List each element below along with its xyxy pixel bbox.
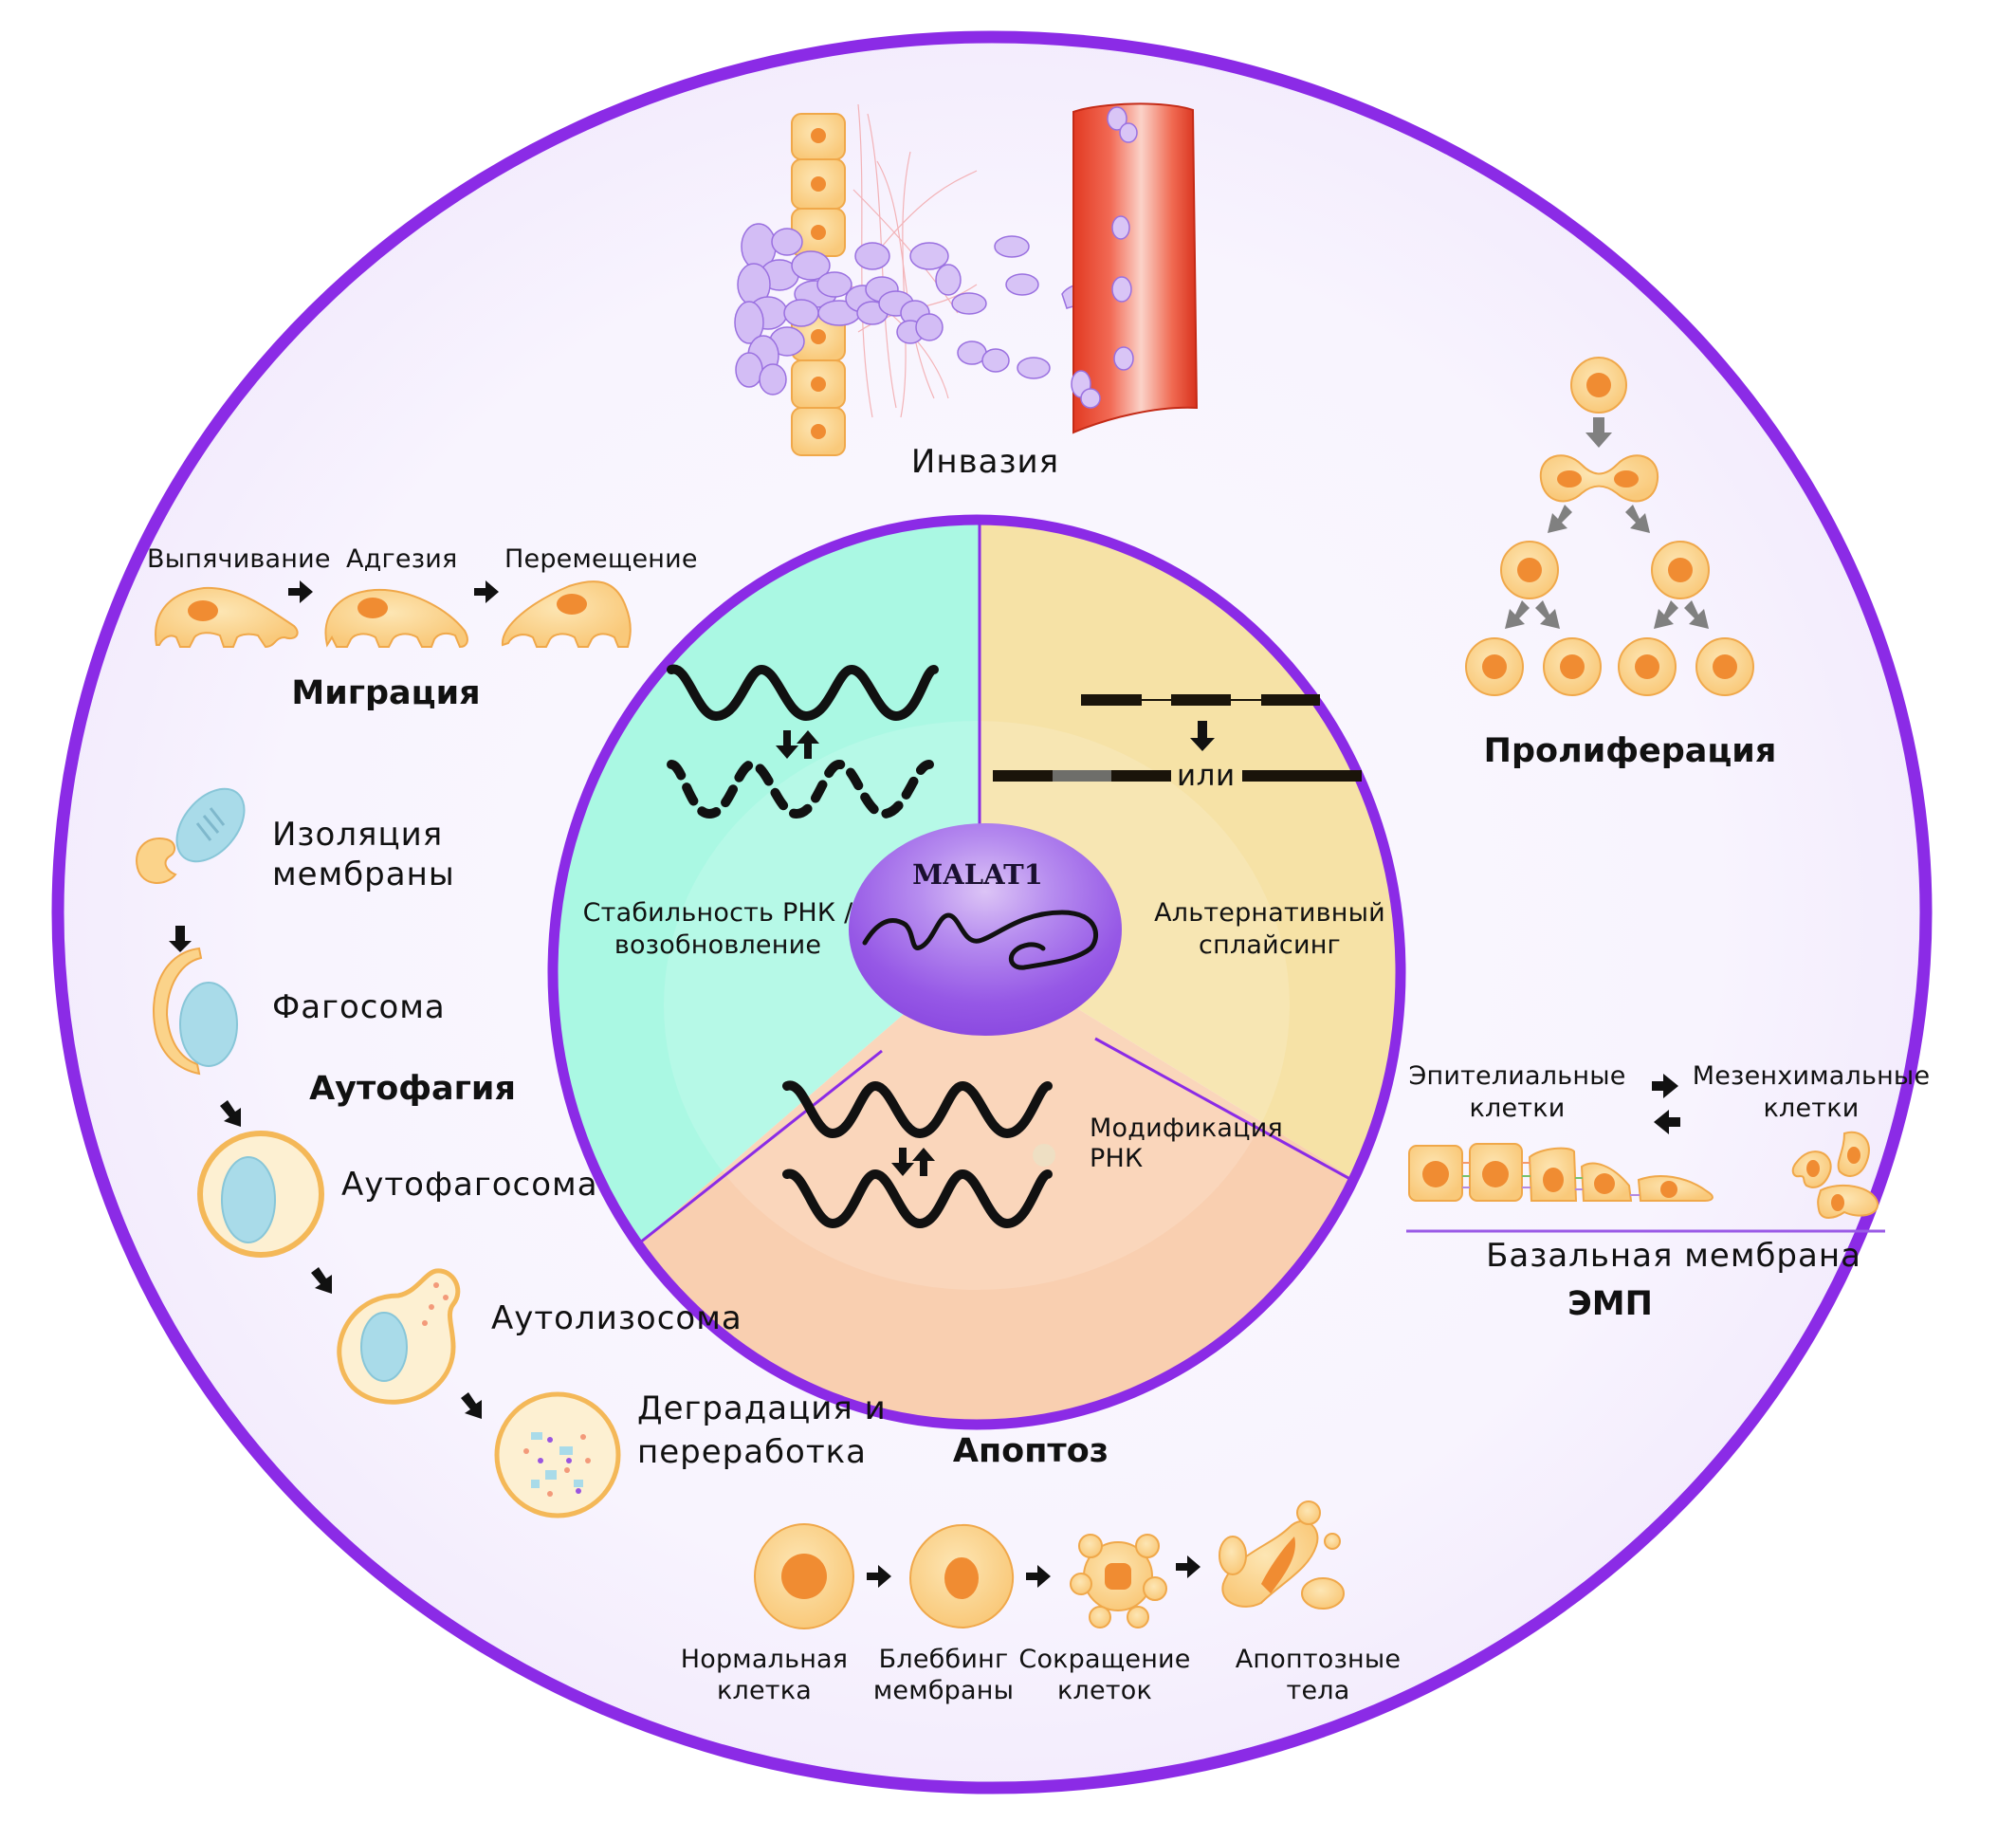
- arrow-right-icon: [288, 580, 313, 603]
- arrow-down-right-icon: [1535, 600, 1560, 629]
- autophagy-step-degradation-line2: переработка: [637, 1433, 868, 1471]
- segment-splicing-label-line1: Альтернативный: [1154, 898, 1385, 928]
- arrow-down-right-icon: [1684, 600, 1709, 629]
- blood-vessel: [1071, 102, 1199, 434]
- emt-title: ЭМП: [1567, 1285, 1653, 1323]
- emt-epithelial-line1: Эпителиальные: [1408, 1061, 1626, 1091]
- arrow-down-icon: [776, 730, 798, 759]
- apoptosis-step-shrinkage-line2: клеток: [1057, 1676, 1152, 1705]
- segment-stability-label-line2: возобновление: [614, 930, 822, 960]
- arrow-up-icon: [797, 730, 819, 759]
- arrow-down-icon: [1190, 721, 1215, 751]
- proliferation-title: Пролиферация: [1483, 732, 1777, 770]
- apoptosis-step-blebbing-line2: мембраны: [872, 1676, 1015, 1705]
- apoptosis-step-blebbing-line1: Блеббинг: [878, 1645, 1009, 1674]
- migration-title: Миграция: [291, 674, 481, 712]
- inner-ring: [547, 514, 1406, 1430]
- segment-stability-label-line1: Стабильность РНК /: [582, 898, 853, 928]
- autophagy-step-phagosome: Фагосома: [272, 988, 446, 1026]
- splicing-illustration: [993, 694, 1362, 782]
- apoptosis-title: Апоптоз: [952, 1432, 1109, 1470]
- malat1-title: MALAT1: [912, 858, 1043, 891]
- arrow-down-right-icon: [220, 1100, 241, 1127]
- apoptosis-step-bodies-line1: Апоптозные: [1235, 1645, 1402, 1674]
- autophagy-title: Аутофагия: [309, 1070, 516, 1108]
- migrating-cell-protrusion: [155, 586, 299, 649]
- migration-step-protrusion: Выпячивание: [147, 544, 331, 574]
- proliferation-illustration: [1465, 357, 1754, 696]
- emt-mesenchymal-line1: Мезенхимальные: [1692, 1061, 1931, 1091]
- invasion-illustration: [734, 102, 1199, 456]
- arrow-right-icon: [474, 580, 499, 603]
- segment-splicing-label-line2: сплайсинг: [1199, 930, 1341, 960]
- arrow-right-icon: [1176, 1555, 1200, 1578]
- migrating-cell-translocation: [501, 580, 632, 648]
- modification-exchange-arrows: [891, 1148, 935, 1176]
- autophagy-step-degradation-line1: Деградация и: [637, 1390, 887, 1427]
- migration-illustration: [155, 580, 632, 649]
- apoptosis-illustration: [754, 1500, 1345, 1629]
- emt-illustration: [1406, 1074, 1885, 1233]
- divider-right: [1094, 1037, 1366, 1189]
- arrow-right-icon: [1026, 1565, 1051, 1588]
- emt-epithelial-line2: клетки: [1469, 1094, 1566, 1123]
- segment-modification-label-line1: Модификация: [1090, 1113, 1283, 1143]
- arrow-down-icon: [1585, 417, 1612, 448]
- modification-rna-waves: [782, 1080, 1053, 1229]
- arrow-down-left-icon: [1548, 505, 1572, 533]
- arrow-down-right-icon: [311, 1267, 332, 1294]
- arrow-right-icon: [1652, 1074, 1678, 1098]
- autophagy-illustration: [136, 787, 621, 1518]
- malat1-rna-strand: [862, 910, 1098, 970]
- segment-modification-label-line2: РНК: [1090, 1144, 1144, 1173]
- arrow-down-right-icon: [1625, 505, 1650, 533]
- stability-exchange-arrows: [776, 730, 819, 759]
- splicing-or-label: или: [1177, 759, 1236, 793]
- migration-step-translocation: Перемещение: [504, 544, 698, 574]
- tumor-cell-cluster: [734, 223, 944, 396]
- apoptosis-step-shrinkage-line1: Сокращение: [1018, 1645, 1191, 1674]
- migration-step-adhesion: Адгезия: [346, 544, 458, 574]
- arrow-left-icon: [1654, 1110, 1680, 1134]
- malat1-sphere: [849, 823, 1122, 1036]
- arrow-down-icon: [891, 1148, 914, 1176]
- invasion-title: Инвазия: [910, 443, 1060, 481]
- autophagy-step-autolysosome: Аутолизосома: [491, 1299, 742, 1337]
- arrow-down-right-icon: [461, 1392, 482, 1419]
- arrow-down-icon: [169, 926, 192, 952]
- autophagy-step-isolation-line1: Изоляция: [272, 816, 444, 854]
- arrow-up-icon: [912, 1148, 935, 1176]
- autophagy-step-isolation-line2: мембраны: [272, 856, 455, 893]
- divider-left: [639, 1049, 883, 1244]
- apoptosis-step-normal-line1: Нормальная: [680, 1645, 849, 1674]
- apoptosis-step-normal-line2: клетка: [717, 1676, 812, 1705]
- autophagy-step-autophagosome: Аутофагосома: [341, 1166, 598, 1204]
- arrow-right-icon: [867, 1565, 891, 1588]
- emt-mesenchymal-line2: клетки: [1763, 1094, 1860, 1123]
- arrow-down-left-icon: [1654, 600, 1678, 629]
- emt-basal-membrane-label: Базальная мембрана: [1486, 1237, 1861, 1275]
- arrow-down-left-icon: [1505, 600, 1530, 629]
- apoptosis-step-bodies-line2: тела: [1286, 1676, 1350, 1705]
- stability-rna-waves: [667, 664, 939, 819]
